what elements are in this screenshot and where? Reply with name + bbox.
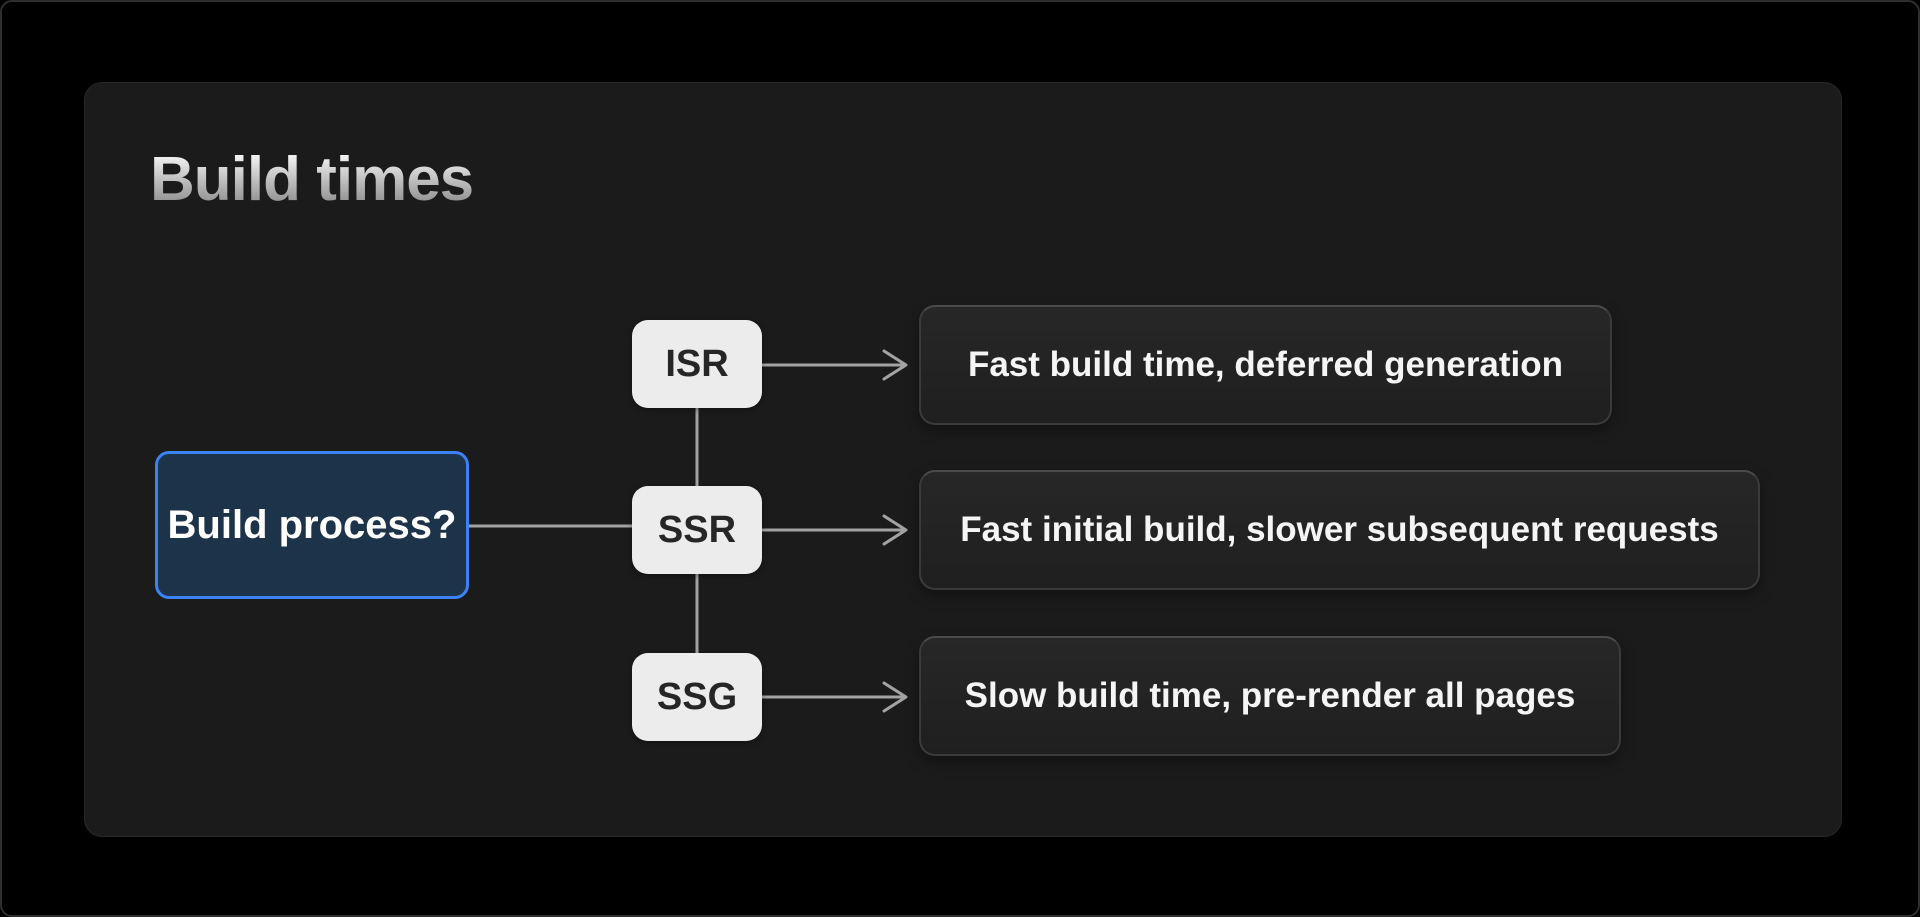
node-isr-label: ISR: [665, 342, 729, 385]
node-build-process: Build process?: [155, 451, 469, 599]
result-node-ssr: Fast initial build, slower subsequent re…: [919, 470, 1760, 590]
result-isr-label: Fast build time, deferred generation: [967, 345, 1564, 384]
node-ssr: SSR: [632, 486, 762, 574]
result-node-ssg: Slow build time, pre-render all pages: [919, 636, 1621, 756]
node-isr: ISR: [632, 320, 762, 408]
node-ssg-label: SSG: [656, 675, 738, 718]
node-ssg: SSG: [632, 653, 762, 741]
result-ssr-label: Fast initial build, slower subsequent re…: [960, 510, 1719, 549]
node-build-process-label: Build process?: [167, 502, 457, 547]
node-ssr-label: SSR: [657, 508, 737, 551]
result-ssg-label: Slow build time, pre-render all pages: [964, 676, 1576, 715]
result-node-isr: Fast build time, deferred generation: [919, 305, 1612, 425]
slide-title: Build times: [150, 145, 474, 214]
